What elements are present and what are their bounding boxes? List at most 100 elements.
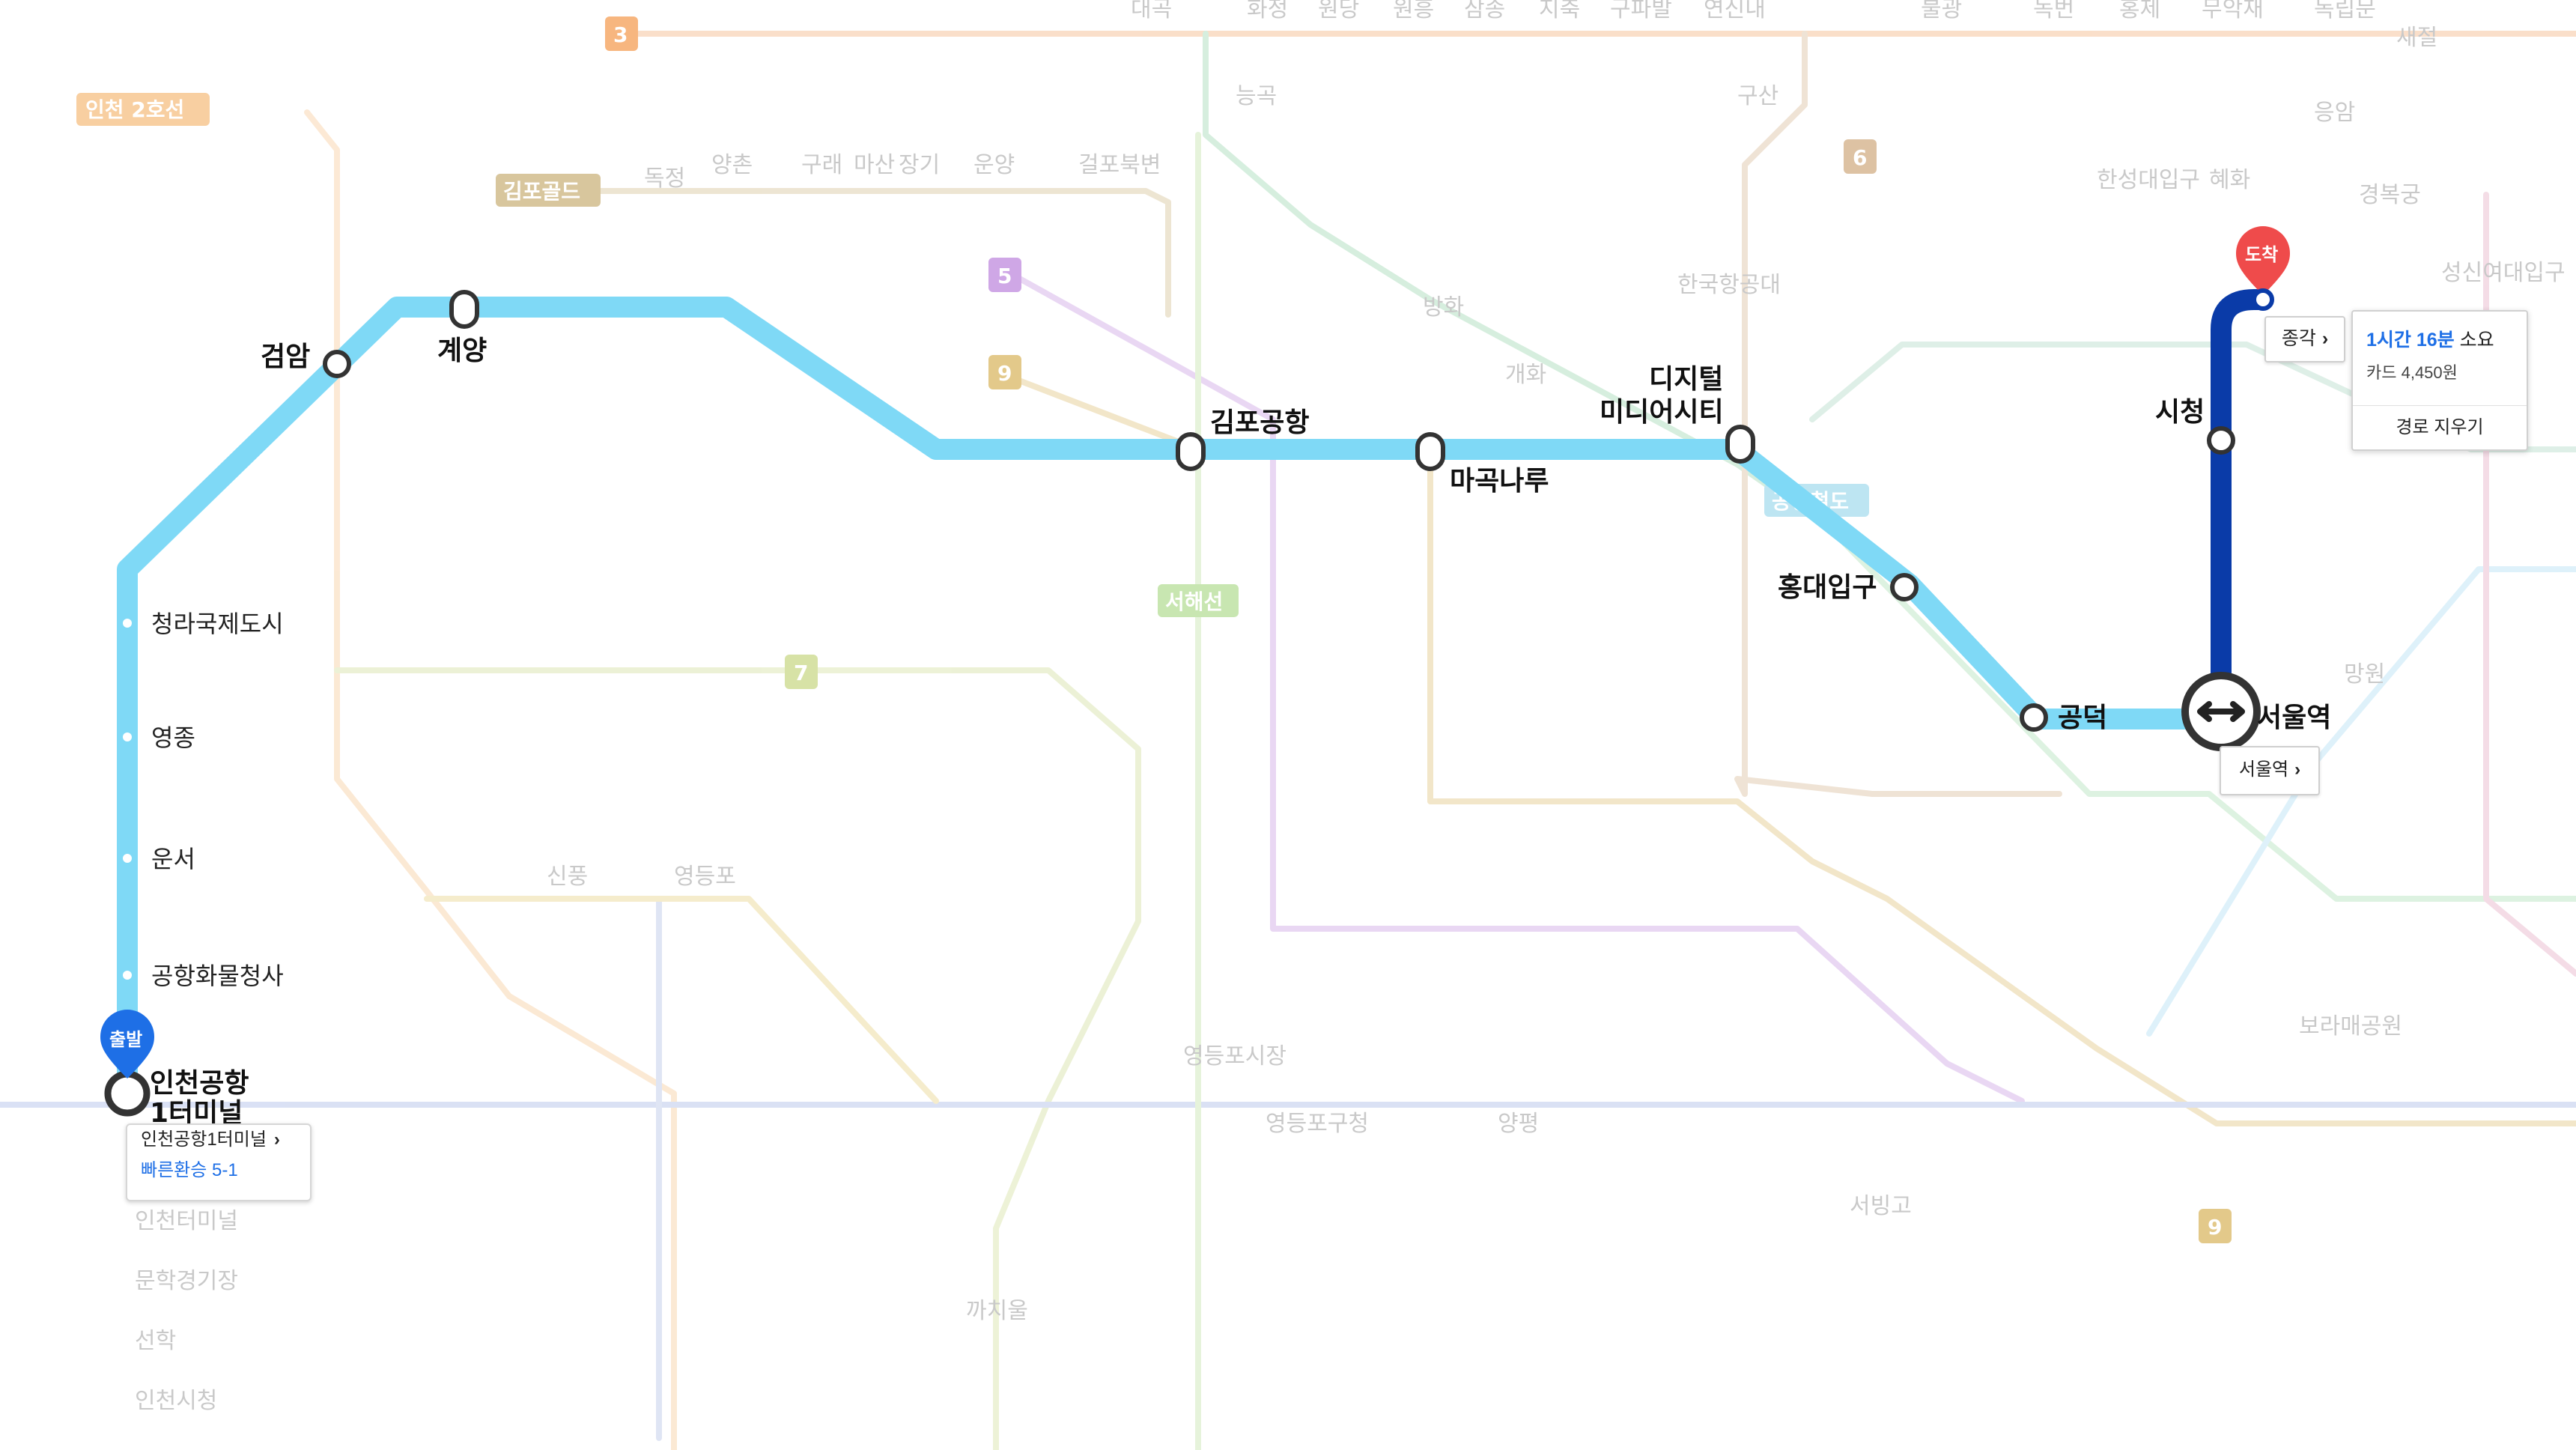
faded-label: 원흥 <box>1393 0 1434 22</box>
line-tag-6: 6 <box>1853 145 1867 170</box>
label-geomam: 검암 <box>261 342 310 372</box>
faded-label: 개화 <box>1505 362 1546 388</box>
faded-label: 독정 <box>644 166 685 192</box>
line-tag-seohae: 서해선 <box>1165 589 1223 614</box>
transfer-station-seoul[interactable] <box>2181 672 2261 751</box>
dot-cargo <box>123 971 132 980</box>
faded-label: 서빙고 <box>1850 1193 1912 1219</box>
station-gimpo-airport[interactable] <box>1176 432 1206 471</box>
label-gongdeok: 공덕 <box>2058 703 2107 733</box>
faded-label: 신풍 <box>547 864 588 890</box>
route-airport-line <box>117 297 2227 1104</box>
line-tag-3-badge <box>605 16 638 51</box>
faded-label: 보라매공원 <box>2299 1013 2402 1040</box>
faded-label: 경복궁 <box>2359 182 2421 208</box>
dot-unseo <box>123 854 132 863</box>
start-pin-icon <box>100 1010 154 1079</box>
faded-label: 대곡 <box>1131 0 1172 22</box>
line-4-bg <box>2146 566 2576 1037</box>
line-incheon1-bg <box>431 896 662 1441</box>
station-cityhall[interactable] <box>2207 426 2235 455</box>
route-summary-card: 1시간 16분 소요 카드 4,450원 경로 지우기 <box>2351 310 2528 451</box>
start-station-callout[interactable]: 인천공항1터미널› 빠른환승 5-1 <box>126 1123 312 1201</box>
chevron-right-icon: › <box>273 1129 280 1150</box>
label-cheongna: 청라국제도시 <box>151 610 284 638</box>
label-magoknaru: 마곡나루 <box>1450 466 1549 497</box>
station-hongdae[interactable] <box>1890 573 1919 601</box>
duration-suffix: 소요 <box>2459 330 2494 351</box>
faded-label: 문학경기장 <box>135 1268 238 1294</box>
label-dmc-1: 디지털 <box>1649 364 1723 395</box>
faded-label: 혜화 <box>2209 167 2250 193</box>
line-tag-incheon2: 인천 2호선 <box>85 97 184 122</box>
line-incheon2-bg <box>304 109 677 1450</box>
label-start-1: 인천공항 <box>150 1068 249 1099</box>
end-station-button[interactable]: 종각› <box>2264 316 2345 362</box>
line-tag-9: 9 <box>997 361 1012 386</box>
line-6-bg <box>1734 31 2062 797</box>
duration-value: 1시간 16분 <box>2366 330 2455 351</box>
end-pin-label: 도착 <box>2245 244 2278 265</box>
line-tag-9-badge <box>988 355 1021 389</box>
faded-label: 인천터미널 <box>135 1208 238 1234</box>
station-dmc[interactable] <box>1725 425 1755 464</box>
route-line1 <box>2211 289 2273 722</box>
station-incheon-airport-t1[interactable] <box>104 1070 151 1117</box>
line-tag-9b: 9 <box>2208 1215 2222 1240</box>
transfer-arrows-icon <box>2197 701 2245 722</box>
faded-label: 원당 <box>1318 0 1359 22</box>
station-gyeyang[interactable] <box>449 290 479 329</box>
faded-label: 홍제 <box>2119 0 2160 22</box>
faded-label: 무악재 <box>2202 0 2264 22</box>
line-gimpo-gold-bg <box>551 188 1171 318</box>
line-suin-bg <box>424 896 939 1104</box>
faded-label: 운양 <box>973 152 1015 178</box>
faded-label: 구산 <box>1737 83 1778 109</box>
faded-label: 화정 <box>1247 0 1288 22</box>
end-pin-icon <box>2236 226 2290 295</box>
clear-route-button[interactable]: 경로 지우기 <box>2353 405 2527 449</box>
faded-label: 녹번 <box>2033 0 2074 22</box>
end-station-name: 종각 <box>2281 328 2316 349</box>
route-fare: 카드 4,450원 <box>2366 363 2458 382</box>
faded-label: 성신여대입구 <box>2441 260 2566 286</box>
label-dmc-2: 미디어시티 <box>1600 397 1724 428</box>
end-station-dot[interactable] <box>2252 288 2274 311</box>
end-pin[interactable]: 도착 <box>2236 226 2290 311</box>
faded-label: 새절 <box>2396 25 2437 51</box>
start-pin[interactable]: 출발 <box>100 1010 154 1079</box>
faded-label: 마산 <box>854 152 895 178</box>
faded-label: 구래 <box>801 152 842 178</box>
station-geomam[interactable] <box>323 350 351 378</box>
faded-label: 걸포북변 <box>1078 152 1161 178</box>
faded-label: 독립문 <box>2314 0 2376 22</box>
faded-label: 한성대입구 <box>2097 167 2200 193</box>
label-seoul: 서울역 <box>2257 703 2331 733</box>
faded-label: 구파발 <box>1610 0 1672 22</box>
line-2-bg <box>1772 469 2576 902</box>
line-tag-3: 3 <box>613 22 628 47</box>
fast-transfer-info: 빠른환승 5-1 <box>141 1160 238 1180</box>
faded-label: 연신내 <box>1704 0 1766 22</box>
faded-label: 까치울 <box>966 1298 1028 1324</box>
faded-station-labels: 대곡 화정 원당 원흥 삼송 지축 구파발 연신내 불광 녹번 홍제 무악재 독… <box>135 0 2566 1414</box>
line-tag-gimpo: 김포골드 <box>503 179 580 204</box>
transfer-station-callout[interactable]: 서울역› <box>2220 746 2320 795</box>
line-tag-5-badge <box>988 258 1021 292</box>
start-station-row[interactable]: 인천공항1터미널› <box>127 1125 310 1155</box>
dot-cheongna <box>123 619 132 628</box>
route-stations[interactable] <box>104 290 2235 1117</box>
line-7-bg <box>334 667 1141 1450</box>
label-gimpo: 김포공항 <box>1210 407 1309 438</box>
faded-label: 한국항공대 <box>1677 272 1781 298</box>
faded-label: 영등포구청 <box>1266 1111 1369 1137</box>
station-magoknaru[interactable] <box>1415 432 1445 471</box>
faded-label: 영등포시장 <box>1183 1043 1287 1070</box>
line-tag-incheon2-badge <box>76 93 210 126</box>
station-gongdeok[interactable] <box>2020 703 2048 732</box>
line-tags: 3 인천 2호선 김포골드 5 9 6 7 서해선 공항철도 9 <box>76 16 2232 1243</box>
route-intermediate-dots <box>123 619 132 980</box>
line-tag-7-badge <box>785 655 818 689</box>
faded-label: 삼송 <box>1464 0 1505 22</box>
